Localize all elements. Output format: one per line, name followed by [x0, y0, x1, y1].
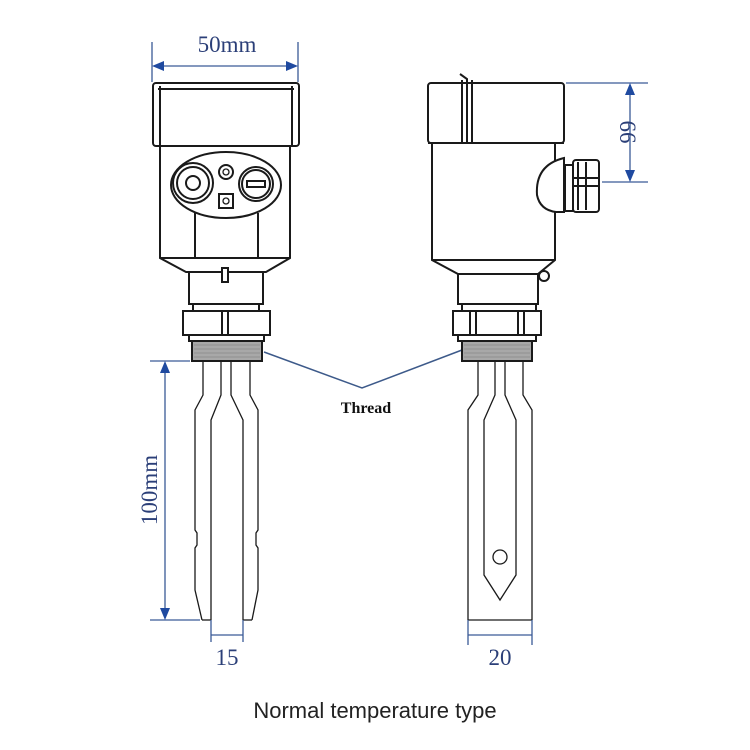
front-thread [191, 340, 263, 362]
front-width-dimension: 50mm [151, 32, 299, 82]
thread-callout: Thread [263, 349, 463, 417]
front-length-dimension: 100mm [137, 360, 200, 621]
front-tuning-fork [194, 361, 259, 621]
side-width-dimension: 20 [467, 620, 533, 670]
cable-gland [564, 159, 600, 213]
front-length-label: 100mm [137, 455, 162, 525]
side-view: 66 [427, 73, 648, 670]
side-height-dimension: 66 [566, 82, 648, 183]
side-height-label: 66 [615, 121, 640, 144]
side-thread [461, 340, 533, 362]
front-view: 50mm [137, 32, 300, 670]
front-housing-body [159, 145, 291, 273]
side-width-label: 20 [489, 645, 512, 670]
thread-label: Thread [341, 400, 391, 417]
front-tip-label: 15 [216, 645, 239, 670]
side-housing-body [431, 142, 565, 282]
side-tuning-fork [467, 361, 533, 621]
front-process-connection [182, 267, 271, 362]
front-housing-lid [152, 82, 300, 147]
front-width-label: 50mm [198, 32, 257, 57]
side-housing-lid [427, 73, 565, 144]
diagram-caption: Normal temperature type [253, 698, 497, 723]
front-tip-dimension: 15 [210, 620, 244, 670]
side-process-connection [452, 273, 542, 362]
